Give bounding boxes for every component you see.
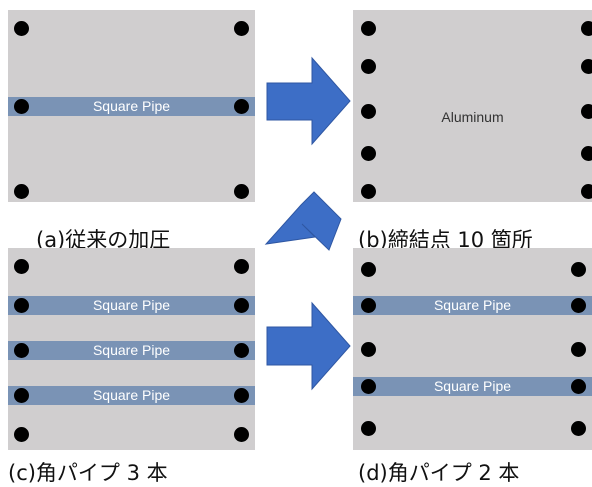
fastening-point [361,298,376,313]
fastening-point [234,99,249,114]
fastening-point [14,427,29,442]
fastening-point [234,298,249,313]
fastening-point [14,343,29,358]
fastening-point [581,104,592,119]
fastening-point [361,379,376,394]
fastening-point [14,184,29,199]
fastening-point [234,427,249,442]
fastening-point [571,262,586,277]
panel-b: Aluminum [353,10,592,202]
arrow-c-to-d [266,301,351,391]
aluminum-label: Aluminum [441,109,504,125]
square-pipe: Square Pipe [8,97,255,116]
fastening-point [14,259,29,274]
fastening-point [571,379,586,394]
caption-d: (d)角パイプ 2 本 [358,461,520,485]
square-pipe: Square Pipe [8,386,255,405]
arrow-b-to-c [264,191,342,251]
fastening-point [14,99,29,114]
panel-d: Square Pipe Square Pipe [353,248,592,450]
fastening-point [234,343,249,358]
fastening-point [14,21,29,36]
fastening-point [14,298,29,313]
fastening-point [361,59,376,74]
fastening-point [361,146,376,161]
fastening-point [581,146,592,161]
fastening-point [361,262,376,277]
fastening-point [361,21,376,36]
square-pipe: Square Pipe [353,296,592,315]
caption-c: (c)角パイプ 3 本 [8,461,168,485]
fastening-point [234,184,249,199]
arrow-a-to-b [266,56,351,146]
fastening-point [361,421,376,436]
fastening-point [361,184,376,199]
fastening-point [581,21,592,36]
fastening-point [571,421,586,436]
panel-a: Square Pipe [8,10,255,202]
fastening-point [361,342,376,357]
fastening-point [234,259,249,274]
fastening-point [361,104,376,119]
fastening-point [571,298,586,313]
panel-c: Square Pipe Square Pipe Square Pipe [8,248,255,450]
fastening-point [234,21,249,36]
fastening-point [234,388,249,403]
fastening-point [14,388,29,403]
square-pipe: Square Pipe [353,377,592,396]
square-pipe: Square Pipe [8,341,255,360]
square-pipe: Square Pipe [8,296,255,315]
fastening-point [581,59,592,74]
fastening-point [571,342,586,357]
fastening-point [581,184,592,199]
